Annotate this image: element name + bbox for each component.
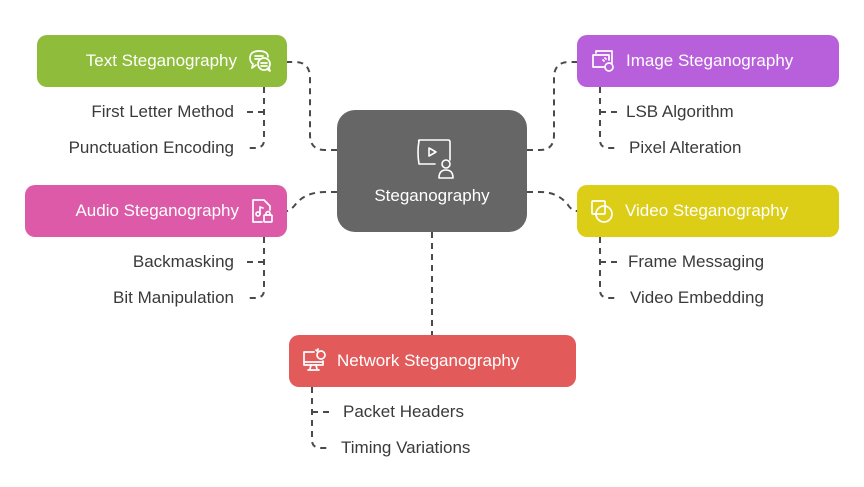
branch-text-steganography[interactable]: Text Steganography [37,35,287,87]
link-center-text [287,61,337,151]
leaf-punctuation-encoding[interactable]: Punctuation Encoding [68,138,234,157]
branch-video-steganography[interactable]: Video Steganography [577,185,839,237]
leaf-lsb-algorithm[interactable]: LSB Algorithm [626,102,734,121]
branch-image-steganography[interactable]: Image Steganography [577,35,839,87]
branch-audio-steganography[interactable]: Audio Steganography [25,185,287,237]
branch-label: Audio Steganography [75,201,239,220]
overlapping-shapes-icon [589,198,615,224]
link-audio-children [247,237,265,299]
link-video-children [599,237,617,299]
link-center-image [527,61,577,151]
leaf-first-letter-method[interactable]: First Letter Method [91,102,234,121]
center-label: Steganography [374,186,490,205]
leaf-backmasking[interactable]: Backmasking [132,252,234,271]
leaf-timing-variations[interactable]: Timing Variations [341,438,471,457]
chat-bubbles-icon [247,48,273,74]
branch-network-steganography[interactable]: Network Steganography [289,335,576,387]
music-file-lock-icon [249,198,275,224]
center-node[interactable]: Steganography [337,110,527,232]
branch-label: Video Steganography [625,201,789,220]
monitor-signal-icon [301,348,327,374]
link-image-children [599,87,617,149]
leaf-packet-headers[interactable]: Packet Headers [343,402,464,421]
leaf-pixel-alteration[interactable]: Pixel Alteration [629,138,742,157]
video-person-icon [415,136,459,180]
link-network-children [311,387,331,449]
leaf-bit-manipulation[interactable]: Bit Manipulation [113,288,234,307]
link-center-video [527,191,578,212]
branch-label: Image Steganography [626,51,794,70]
link-center-audio [286,191,337,212]
leaf-video-embedding[interactable]: Video Embedding [630,288,764,307]
branch-label: Text Steganography [85,51,237,70]
link-text-children [247,87,265,149]
leaf-frame-messaging[interactable]: Frame Messaging [628,252,765,271]
branch-label: Network Steganography [337,351,520,370]
image-cursor-icon [590,48,616,74]
